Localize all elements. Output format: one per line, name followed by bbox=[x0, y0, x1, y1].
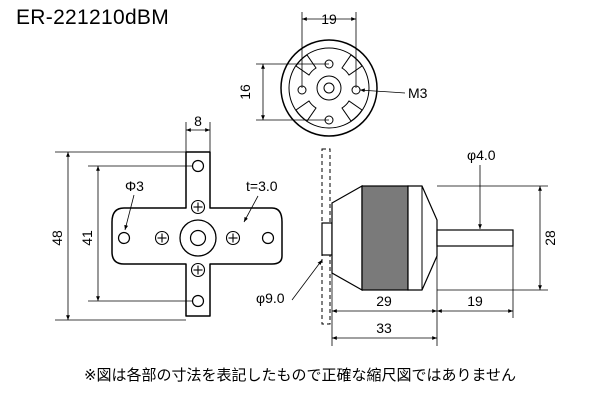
total-length-label: 33 bbox=[376, 320, 392, 336]
mount-height-outer-label: 48 bbox=[49, 230, 65, 246]
scale-note: ※図は各部の寸法を表記したもので正確な縮尺図ではありません bbox=[83, 366, 517, 384]
m3-label: M3 bbox=[408, 85, 428, 101]
body-length-label: 29 bbox=[376, 293, 392, 309]
top-width-label: 19 bbox=[321, 11, 337, 27]
mount-hole-left bbox=[117, 231, 131, 245]
top-height-label: 16 bbox=[237, 84, 253, 100]
mount-plate bbox=[55, 122, 283, 321]
mount-height-inner-label: 41 bbox=[79, 230, 95, 246]
boss-diameter-label: φ9.0 bbox=[256, 290, 285, 306]
top-view bbox=[256, 12, 406, 137]
shaft-diameter-label: φ4.0 bbox=[467, 147, 496, 163]
shaft-height-label: 28 bbox=[542, 230, 558, 246]
mount-tab-label: 8 bbox=[194, 113, 202, 129]
mount-hole-label: Φ3 bbox=[125, 178, 144, 194]
shaft-length-label: 19 bbox=[467, 293, 483, 309]
diagram-title: ER-221210dBM bbox=[16, 6, 170, 29]
side-view bbox=[291, 148, 548, 346]
mount-thickness-label: t=3.0 bbox=[246, 178, 278, 194]
